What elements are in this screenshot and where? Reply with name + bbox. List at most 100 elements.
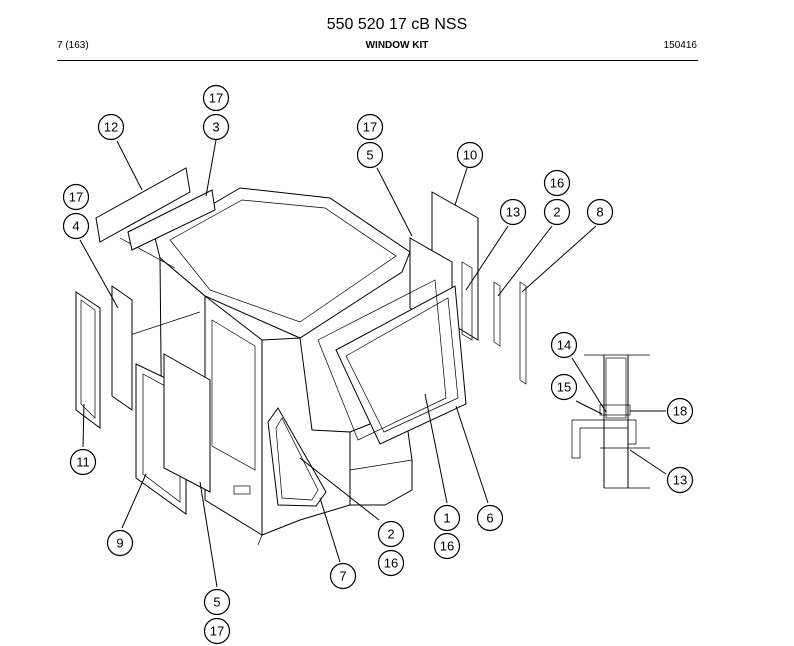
roof-inner (169, 199, 397, 323)
callout-1: 1 (433, 504, 461, 532)
leader-7 (319, 497, 341, 563)
callout-16: 16 (377, 549, 405, 577)
detail-section (571, 354, 650, 489)
svg-text:11: 11 (76, 455, 90, 470)
window-panels (75, 167, 527, 515)
callout-6: 6 (476, 504, 504, 532)
callout-17: 17 (62, 183, 90, 211)
svg-text:8: 8 (596, 205, 603, 220)
panel-13 (461, 261, 473, 341)
svg-text:5: 5 (213, 595, 220, 610)
svg-text:16: 16 (440, 539, 454, 554)
callout-12: 12 (97, 113, 125, 141)
svg-text:17: 17 (363, 120, 377, 135)
svg-text:13: 13 (673, 473, 687, 488)
leader-5a (376, 167, 413, 237)
leader-lines (79, 139, 667, 588)
panel-4 (111, 285, 133, 411)
svg-text:9: 9 (116, 536, 123, 551)
callout-8: 8 (586, 198, 614, 226)
leader-11 (82, 403, 85, 448)
panel-8 (519, 281, 527, 385)
door-handle (233, 485, 251, 495)
page-number: 7 (163) (57, 40, 89, 51)
body-edge (349, 459, 413, 471)
svg-text:16: 16 (384, 556, 398, 571)
svg-text:5: 5 (366, 148, 373, 163)
svg-text:12: 12 (104, 120, 118, 135)
svg-text:6: 6 (486, 511, 493, 526)
leader-4 (79, 239, 119, 309)
leader-14 (571, 357, 607, 413)
panel-5-lower (163, 353, 211, 493)
body-foot (257, 534, 263, 546)
callout-2: 2 (377, 520, 405, 548)
callout-16: 16 (433, 532, 461, 560)
callout-5: 5 (356, 141, 384, 169)
section-title: WINDOW KIT (365, 40, 429, 51)
callout-17: 17 (356, 113, 384, 141)
svg-text:1: 1 (443, 511, 450, 526)
document-code: 150416 (663, 40, 697, 51)
callout-3: 3 (202, 113, 230, 141)
panel-7-inner (275, 417, 319, 501)
panel-12 (95, 167, 191, 243)
detail-seal (599, 404, 631, 416)
callout-7: 7 (329, 562, 357, 590)
svg-text:2: 2 (387, 527, 394, 542)
leader-13a (465, 225, 509, 291)
panel-1 (335, 285, 467, 445)
svg-text:18: 18 (673, 404, 687, 419)
callout-9: 9 (106, 529, 134, 557)
leader-15 (575, 400, 603, 415)
svg-text:17: 17 (210, 624, 224, 639)
callout-18: 18 (666, 397, 694, 425)
callout-4: 4 (62, 212, 90, 240)
callout-13: 13 (666, 466, 694, 494)
leader-2a (497, 225, 553, 297)
svg-text:13: 13 (506, 205, 520, 220)
leader-10 (454, 167, 468, 206)
panel-7 (267, 407, 327, 507)
callout-14: 14 (550, 331, 578, 359)
panel-2 (493, 281, 501, 347)
svg-text:2: 2 (553, 205, 560, 220)
leader-12 (116, 140, 143, 191)
document-title: 550 520 17 cB NSS (326, 16, 468, 33)
panel-11 (75, 291, 101, 429)
panel-3 (127, 189, 216, 251)
svg-text:17: 17 (209, 91, 223, 106)
detail-insulation (605, 357, 627, 419)
svg-text:3: 3 (212, 120, 219, 135)
svg-text:7: 7 (339, 569, 346, 584)
svg-text:4: 4 (72, 219, 79, 234)
callout-13: 13 (499, 198, 527, 226)
callout-15: 15 (550, 373, 578, 401)
front-window-opening (211, 319, 256, 471)
callout-2: 2 (543, 198, 571, 226)
leader-8 (521, 225, 597, 293)
callout-10: 10 (456, 141, 484, 169)
svg-text:10: 10 (463, 148, 477, 163)
leader-2b (299, 457, 380, 521)
panel-6 (317, 279, 447, 441)
detail-profile (571, 419, 637, 459)
leader-13b (629, 449, 667, 475)
header-rule (57, 60, 698, 61)
leader-5b (199, 481, 218, 588)
svg-text:16: 16 (550, 176, 564, 191)
callout-5: 5 (203, 588, 231, 616)
leader-1 (424, 393, 448, 504)
callout-17: 17 (203, 617, 231, 645)
guide-line (119, 237, 176, 269)
leader-9 (121, 473, 147, 529)
panel-11-inner (80, 299, 96, 419)
callout-16: 16 (543, 169, 571, 197)
leader-3 (205, 139, 217, 197)
svg-text:15: 15 (557, 380, 571, 395)
callout-17: 17 (202, 84, 230, 112)
cab-front-wall (204, 294, 263, 536)
panel-1-inner (345, 297, 459, 433)
leader-6 (455, 405, 489, 504)
callout-11: 11 (69, 448, 97, 476)
